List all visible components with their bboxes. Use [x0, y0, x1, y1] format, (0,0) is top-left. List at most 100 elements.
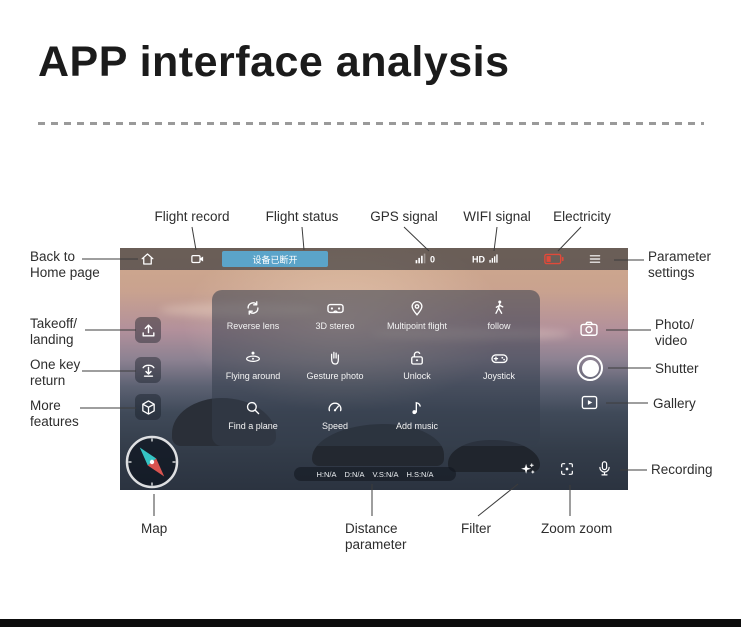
callout-flight-status: Flight status	[265, 209, 339, 224]
callout-gps-signal: GPS signal	[370, 209, 438, 224]
takeoff-landing-icon	[141, 323, 155, 337]
callout-wifi-signal: WIFI signal	[463, 209, 531, 224]
menu-item-label: Find a plane	[228, 421, 278, 431]
menu-item-reverse-lens[interactable]: Reverse lens	[212, 298, 294, 331]
add-music-icon	[408, 398, 426, 418]
multipoint-flight-icon	[408, 298, 426, 318]
callout-recording: Recording	[651, 462, 713, 477]
menu-item-unlock[interactable]: Unlock	[376, 348, 458, 381]
gps-count: 0	[430, 254, 436, 264]
callout-gallery: Gallery	[653, 396, 696, 411]
map-compass-icon	[125, 435, 179, 489]
hd-label: HD	[472, 254, 485, 264]
filter-button[interactable]	[519, 461, 536, 478]
follow-icon	[490, 298, 508, 318]
wifi-signal-indicator: HD	[472, 254, 499, 265]
menu-item-add-music[interactable]: Add music	[376, 398, 458, 431]
callout-filter: Filter	[461, 521, 491, 536]
gallery-icon	[581, 395, 598, 410]
callout-back-home: Back to Home page	[30, 249, 100, 281]
device-status-banner: 设备已断开	[222, 251, 328, 267]
parameter-settings-button[interactable]	[588, 252, 602, 266]
menu-item-label: Flying around	[225, 371, 281, 381]
app-status-bar: 设备已断开 0 HD	[120, 248, 628, 270]
menu-item-joystick[interactable]: Joystick	[458, 348, 540, 381]
dashed-divider	[38, 122, 704, 125]
more-features-button[interactable]	[135, 394, 161, 420]
menu-item-label: Multipoint flight	[386, 321, 448, 331]
zoom-button[interactable]	[559, 461, 575, 477]
bottom-strip	[0, 619, 741, 627]
telemetry-vspeed: V.S:N/A	[372, 469, 399, 479]
home-icon	[141, 253, 154, 265]
flying-around-icon	[244, 348, 262, 368]
menu-row: Flying around Gesture photo Unlock Joyst…	[212, 348, 540, 381]
menu-item-speed[interactable]: Speed	[294, 398, 376, 431]
telemetry-distance: D:N/A	[344, 469, 365, 479]
menu-row: Find a plane Speed Add music	[212, 398, 540, 431]
more-features-icon	[141, 399, 155, 415]
takeoff-landing-button[interactable]	[135, 317, 161, 343]
menu-item-flying-around[interactable]: Flying around	[212, 348, 294, 381]
callout-parameter-settings: Parameter settings	[648, 249, 712, 281]
menu-item-label: Unlock	[403, 371, 431, 381]
recording-button[interactable]	[596, 460, 613, 477]
gps-signal-icon	[415, 253, 426, 264]
flight-record-icon	[191, 254, 204, 264]
joystick-icon	[490, 348, 509, 368]
menu-item-3d-stereo[interactable]: 3D stereo	[294, 298, 376, 331]
telemetry-hspeed: H.S:N/A	[406, 469, 434, 479]
callout-more-features: More features	[30, 398, 79, 430]
gesture-photo-icon	[326, 348, 344, 368]
menu-row: Reverse lens 3D stereo Multipoint flight…	[212, 298, 540, 331]
telemetry-bar: H:N/A D:N/A V.S:N/A H.S:N/A	[294, 467, 456, 481]
callout-photo-video: Photo/ video	[655, 317, 695, 349]
wifi-signal-icon	[489, 254, 498, 263]
menu-item-label: Speed	[321, 421, 349, 431]
page-title: APP interface analysis	[38, 38, 510, 86]
menu-item-gesture-photo[interactable]: Gesture photo	[294, 348, 376, 381]
one-key-return-icon	[141, 364, 155, 377]
callout-shutter: Shutter	[655, 361, 699, 376]
photo-video-icon	[580, 321, 598, 336]
menu-item-label: 3D stereo	[315, 321, 355, 331]
menu-item-find-a-plane[interactable]: Find a plane	[212, 398, 294, 431]
menu-item-follow[interactable]: follow	[458, 298, 540, 331]
unlock-icon	[408, 348, 426, 368]
menu-item-label: Add music	[395, 421, 439, 431]
callout-flight-record: Flight record	[154, 209, 230, 224]
speed-icon	[326, 398, 344, 418]
filter-icon	[521, 463, 535, 474]
quick-menu-panel: Reverse lens 3D stereo Multipoint flight…	[212, 290, 540, 446]
home-button[interactable]	[140, 252, 155, 267]
flight-record-button[interactable]	[190, 252, 205, 267]
menu-item-label: follow	[487, 321, 511, 331]
telemetry-height: H:N/A	[316, 469, 337, 479]
battery-indicator	[544, 253, 564, 265]
callout-takeoff-landing: Takeoff/ landing	[30, 316, 78, 348]
app-screenshot: Reverse lens 3D stereo Multipoint flight…	[120, 248, 628, 490]
battery-icon	[544, 253, 564, 265]
reverse-lens-icon	[244, 298, 262, 318]
parameter-settings-icon	[589, 255, 601, 263]
device-status-text: 设备已断开	[252, 254, 298, 265]
menu-item-label: Joystick	[482, 371, 515, 381]
menu-item-label: Gesture photo	[306, 371, 364, 381]
find-a-plane-icon	[244, 398, 262, 418]
map-compass[interactable]	[124, 434, 180, 490]
zoom-icon	[561, 463, 573, 475]
gallery-button[interactable]	[580, 393, 599, 412]
microphone-icon	[599, 461, 610, 476]
callout-electricity: Electricity	[553, 209, 611, 224]
callout-distance-parameter: Distance parameter	[345, 521, 407, 553]
callout-one-key-return: One key return	[30, 357, 81, 389]
callout-map: Map	[141, 521, 168, 536]
one-key-return-button[interactable]	[135, 357, 161, 383]
callout-zoom: Zoom zoom	[541, 521, 613, 536]
menu-item-label: Reverse lens	[226, 321, 280, 331]
menu-item-multipoint-flight[interactable]: Multipoint flight	[376, 298, 458, 331]
shutter-button[interactable]	[577, 355, 603, 381]
photo-video-button[interactable]	[579, 319, 599, 339]
3d-stereo-icon	[326, 298, 345, 318]
